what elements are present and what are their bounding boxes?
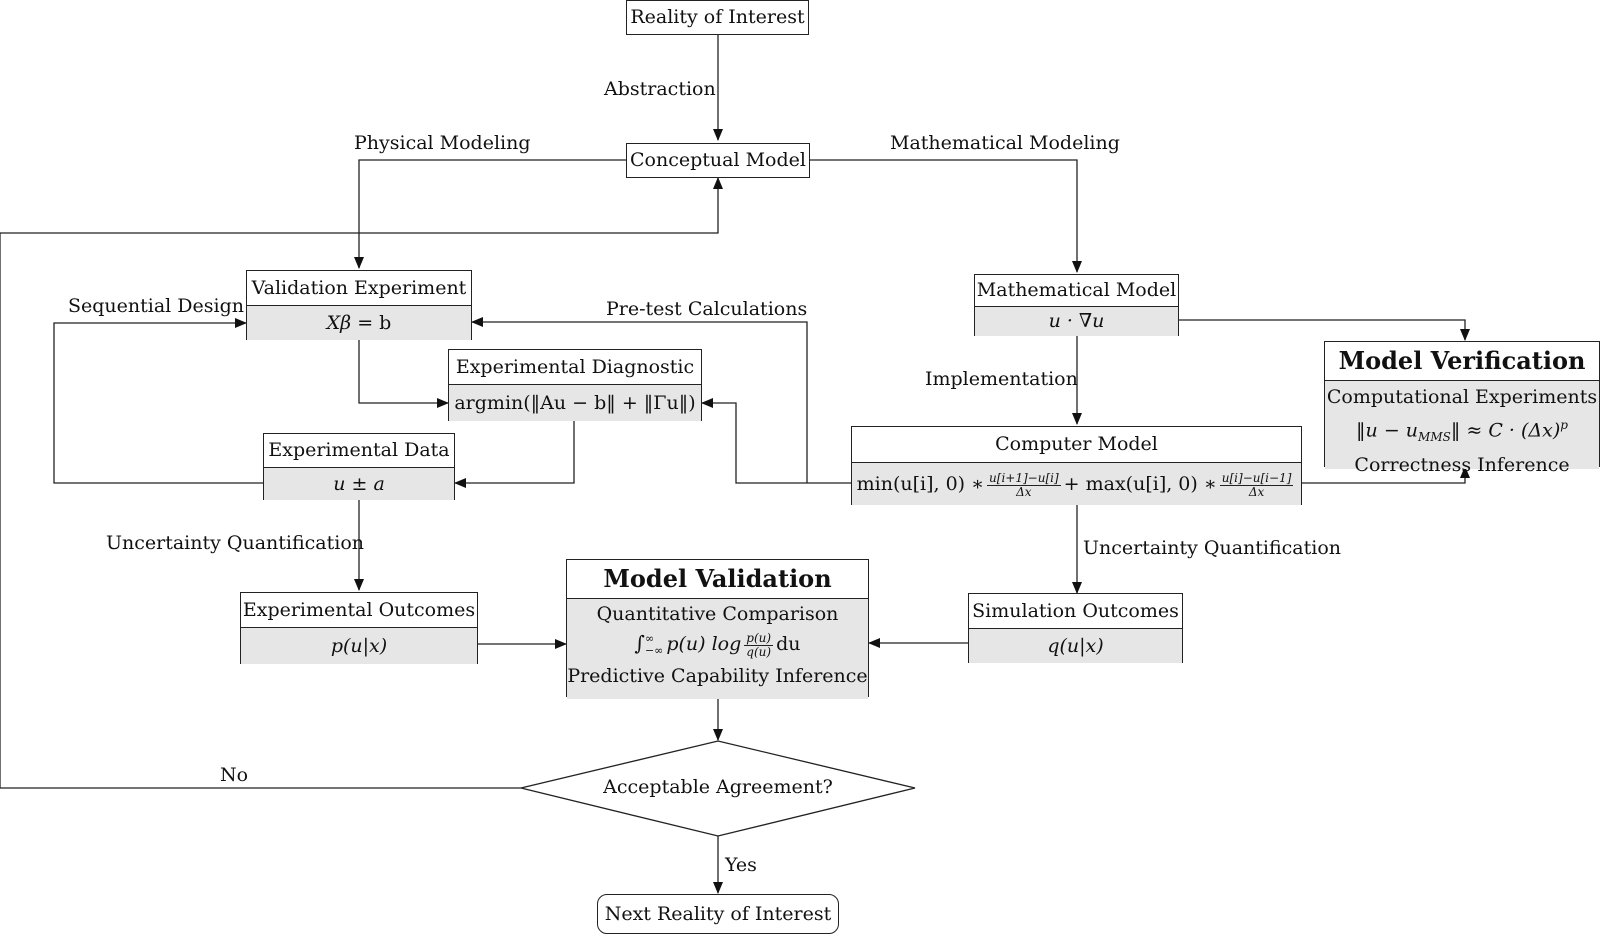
label-no: No — [220, 764, 249, 786]
node-experimental-data: Experimental Data u ± a — [263, 433, 455, 500]
decision-label: Acceptable Agreement? — [603, 776, 833, 798]
formula-part-a: p(u) log — [666, 633, 742, 655]
node-experimental-outcomes: Experimental Outcomes p(u|x) — [240, 592, 478, 664]
node-conceptual-model: Conceptual Model — [626, 143, 810, 178]
label-mathematical-modeling: Mathematical Modeling — [890, 132, 1120, 154]
node-validation-experiment: Validation Experiment Xβ = b — [246, 270, 472, 340]
formula-subscript: MMS — [1418, 430, 1451, 445]
label-uncertainty-quantification-left: Uncertainty Quantification — [106, 532, 365, 554]
label-abstraction: Abstraction — [604, 78, 716, 100]
label-yes: Yes — [725, 854, 757, 876]
formula-superscript: p — [1560, 418, 1568, 432]
node-formula: argmin(‖Au − b‖ + ‖Γu‖) — [449, 385, 701, 421]
verification-formula: ‖u − uMMS‖ ≈ C · (Δx)p — [1325, 411, 1599, 451]
fraction-forward-diff: u[i+1]−u[i]Δx — [987, 470, 1061, 499]
node-title: Experimental Outcomes — [241, 593, 477, 628]
node-reality-of-interest: Reality of Interest — [626, 0, 809, 35]
formula-part-max: + max(u[i], 0) ∗ — [1063, 473, 1217, 495]
fraction-denominator: Δx — [1016, 484, 1032, 499]
node-experimental-diagnostic: Experimental Diagnostic argmin(‖Au − b‖ … — [448, 349, 702, 421]
edge-diagnostic-to-data — [454, 421, 575, 488]
fraction-ratio: p(u)q(u) — [744, 630, 774, 659]
node-model-verification: Model Verification Computational Experim… — [1324, 341, 1600, 476]
formula-rhs: = b — [351, 312, 392, 334]
edge-computer-to-diagnostic — [701, 398, 851, 484]
edge-mathematical-modeling — [810, 159, 1082, 273]
label-pre-test-calculations: Pre-test Calculations — [606, 298, 808, 320]
formula-part-min: min(u[i], 0) ∗ — [856, 473, 985, 495]
formula-part-b: ‖ ≈ C · (Δx) — [1450, 419, 1561, 442]
label-sequential-design: Sequential Design — [68, 295, 245, 317]
node-title: Experimental Diagnostic — [449, 350, 701, 385]
integral-upper: ∞ — [644, 632, 655, 645]
verification-line-1: Computational Experiments — [1326, 386, 1598, 408]
node-mathematical-model: Mathematical Model u · ∇u — [974, 274, 1179, 336]
integral-limits: ∞−∞ — [645, 633, 663, 657]
decision-diamond — [520, 740, 916, 837]
edge-math-to-verification — [1179, 319, 1470, 341]
formula-part-a: ‖u − u — [1356, 419, 1419, 442]
node-formula: Xβ = b — [247, 306, 471, 340]
node-title: Conceptual Model — [630, 149, 806, 171]
edge-pre-test — [471, 317, 808, 483]
formula-lhs: Xβ — [326, 312, 352, 334]
node-title: Next Reality of Interest — [604, 903, 832, 925]
edge-computer-to-verification — [1302, 466, 1470, 484]
node-formula: min(u[i], 0) ∗u[i+1]−u[i]Δx+ max(u[i], 0… — [852, 463, 1301, 505]
fraction-denominator: q(u) — [746, 644, 772, 659]
node-formula: u ± a — [264, 468, 454, 500]
fraction-numerator: p(u) — [744, 630, 774, 646]
node-title: Model Verification — [1325, 342, 1599, 381]
integral-lower: −∞ — [644, 644, 664, 657]
label-implementation: Implementation — [925, 368, 1078, 390]
edge-sequential-design — [53, 318, 263, 484]
verification-line-3: Correctness Inference — [1354, 454, 1570, 477]
edge-validation-to-diagnostic — [358, 340, 449, 408]
label-uncertainty-quantification-right: Uncertainty Quantification — [1083, 537, 1342, 559]
node-formula: q(u|x) — [969, 629, 1182, 663]
node-formula: p(u|x) — [241, 628, 477, 664]
fraction-backward-diff: u[i]−u[i−1]Δx — [1219, 470, 1294, 499]
edge-physical-modeling — [354, 159, 626, 269]
node-title: Model Validation — [567, 560, 868, 599]
node-title: Mathematical Model — [975, 275, 1178, 307]
validation-line-3: Predictive Capability Inference — [567, 665, 868, 687]
node-title: Computer Model — [852, 427, 1301, 463]
node-title: Simulation Outcomes — [969, 594, 1182, 629]
fraction-numerator: u[i]−u[i−1] — [1219, 470, 1294, 486]
node-computer-model: Computer Model min(u[i], 0) ∗u[i+1]−u[i]… — [851, 426, 1302, 505]
node-next-reality-of-interest: Next Reality of Interest — [597, 894, 839, 934]
node-body: Computational Experiments ‖u − uMMS‖ ≈ C… — [1325, 381, 1599, 476]
node-formula: u · ∇u — [975, 307, 1178, 336]
node-model-validation: Model Validation Quantitative Comparison… — [566, 559, 869, 699]
fraction-numerator: u[i+1]−u[i] — [987, 470, 1061, 486]
fraction-denominator: Δx — [1248, 484, 1265, 499]
validation-line-1: Quantitative Comparison — [596, 603, 839, 625]
integral-sign: ∫ — [634, 631, 645, 655]
node-simulation-outcomes: Simulation Outcomes q(u|x) — [968, 593, 1183, 663]
node-title: Reality of Interest — [630, 6, 805, 28]
node-title: Validation Experiment — [247, 271, 471, 306]
node-title: Experimental Data — [264, 434, 454, 468]
label-physical-modeling: Physical Modeling — [354, 132, 531, 154]
formula-part-b: du — [776, 633, 801, 655]
edge-no-feedback — [0, 177, 723, 789]
